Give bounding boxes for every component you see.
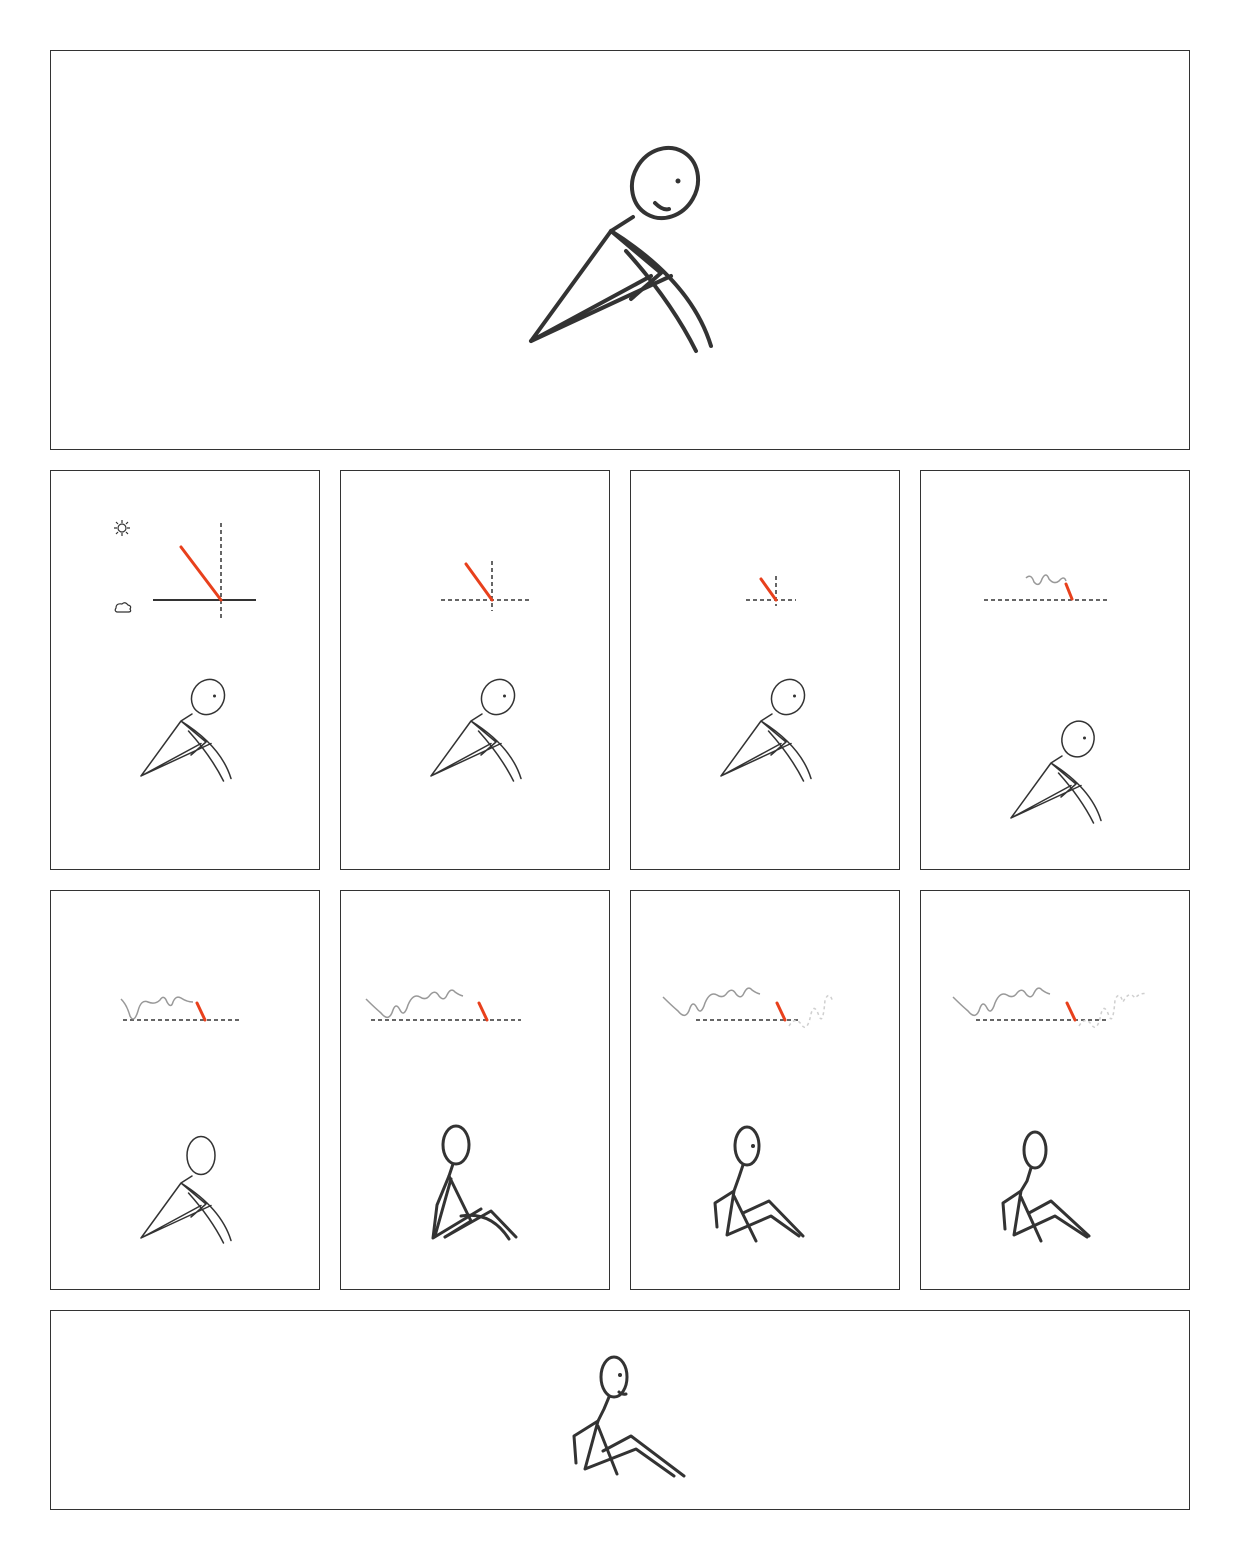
sun-angle-line <box>464 562 494 602</box>
sun-angle-line <box>179 545 223 602</box>
panel-5 <box>920 470 1190 870</box>
panel-2-art <box>114 520 256 782</box>
panel-1-art <box>529 145 713 353</box>
sun-path-trace <box>1025 574 1067 586</box>
stick-figure <box>1001 1130 1091 1243</box>
sun-path-trace <box>120 996 194 1020</box>
panel-2 <box>50 470 320 870</box>
sun-angle-line <box>759 577 778 602</box>
panel-3-art <box>430 561 529 782</box>
future-path-trace <box>1078 992 1148 1029</box>
sun-path-trace <box>952 987 1051 1017</box>
panel-8-art <box>662 987 834 1243</box>
panel-6 <box>50 890 320 1290</box>
stick-figure <box>720 678 812 782</box>
sun-path-trace <box>662 987 761 1017</box>
panel-10 <box>50 1310 1190 1510</box>
panel-9-art <box>952 987 1148 1243</box>
stick-figure <box>140 678 232 782</box>
sun-path-trace <box>365 989 464 1019</box>
panel-9 <box>920 890 1190 1290</box>
sun-angle-line <box>477 1001 489 1022</box>
panel-4 <box>630 470 900 870</box>
cloud-icon <box>114 602 132 613</box>
stick-figure <box>140 1135 232 1244</box>
future-path-trace <box>788 994 834 1029</box>
stick-figure <box>1010 720 1102 824</box>
sun-angle-line <box>195 1001 207 1022</box>
panel-6-art <box>120 996 239 1244</box>
panel-5-art <box>984 574 1108 824</box>
sun-angle-line <box>775 1001 787 1022</box>
panel-7 <box>340 890 610 1290</box>
panel-4-art <box>720 576 812 782</box>
sun-angle-line <box>1064 582 1074 601</box>
stick-figure-relaxed <box>572 1355 686 1478</box>
sun-angle-line <box>1065 1001 1077 1022</box>
panel-3 <box>340 470 610 870</box>
panel-7-art <box>365 989 521 1241</box>
stick-figure-thinking <box>529 145 713 353</box>
panel-10-art <box>572 1355 686 1478</box>
panel-1 <box>50 50 1190 450</box>
panel-8 <box>630 890 900 1290</box>
sun-icon <box>114 520 130 536</box>
stick-figure <box>713 1125 805 1243</box>
stick-figure <box>431 1124 518 1241</box>
stick-figure <box>430 678 522 782</box>
